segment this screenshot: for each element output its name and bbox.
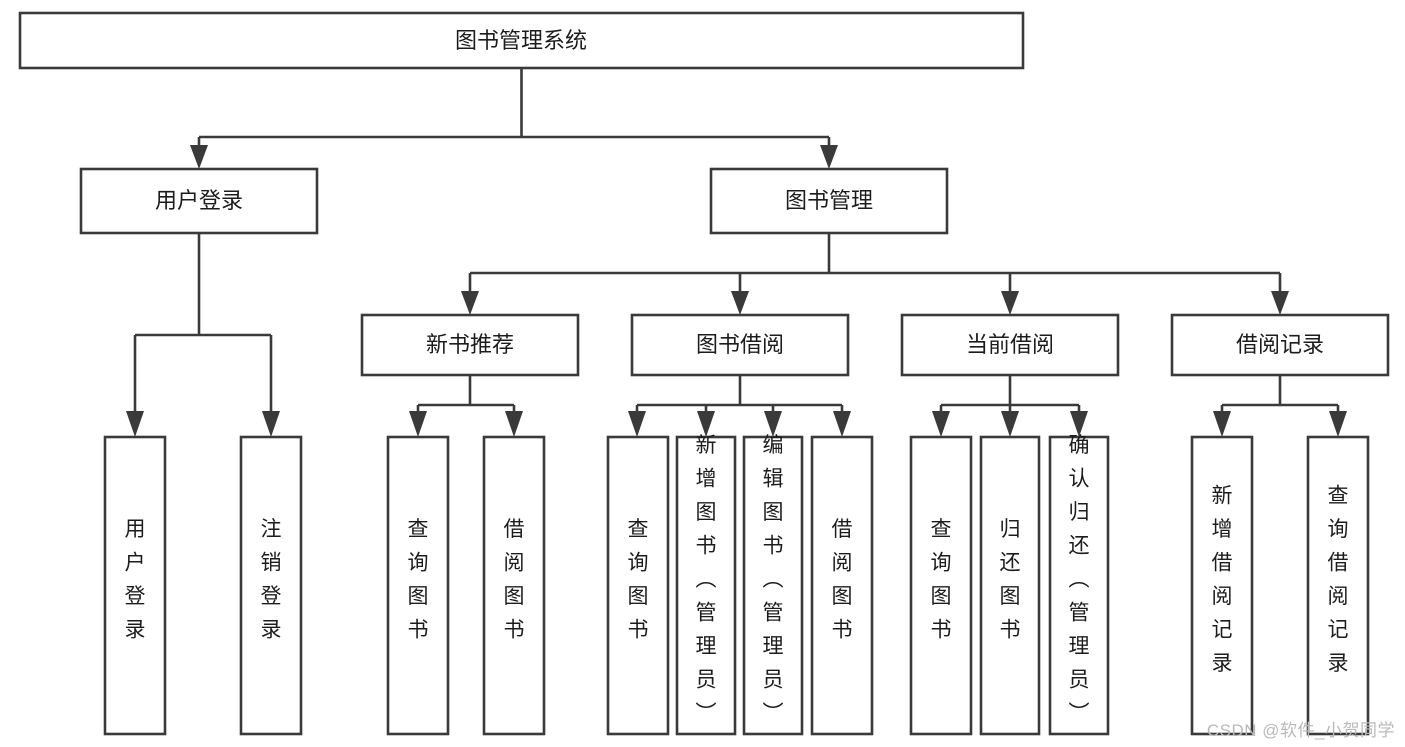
node-leaf-query-record[interactable]: 查询借阅记录 [1306, 435, 1370, 736]
arrowhead-leaf-user-login [126, 411, 144, 437]
arrowhead-leaf-add-record [1213, 411, 1231, 437]
node-leaf-user-login[interactable]: 用户登录 [103, 435, 167, 736]
arrowhead-leaf-add-book [697, 411, 715, 437]
node-leaf-return-book[interactable]: 归还图书 [979, 435, 1041, 736]
node-root-box[interactable] [18, 11, 1025, 70]
node-leaf-user-login-label: 用户登录 [125, 518, 146, 642]
node-leaf-confirm-return[interactable]: 确认归还︵管理员︶ [1048, 434, 1110, 736]
arrowhead-leaf-borrow-book-2 [833, 411, 851, 437]
node-user-login-box[interactable] [79, 167, 319, 235]
node-leaf-logout-login[interactable]: 注销登录 [239, 435, 303, 736]
node-borrow-record[interactable]: 借阅记录 [1170, 313, 1390, 377]
node-user-login-label: 用户登录 [155, 188, 243, 213]
node-leaf-return-book-box[interactable] [979, 435, 1041, 736]
node-leaf-add-record-label: 新增借阅记录 [1212, 484, 1233, 675]
node-book-management-box[interactable] [709, 167, 949, 235]
node-leaf-edit-book-box[interactable] [742, 435, 804, 736]
node-root-label: 图书管理系统 [455, 28, 587, 53]
connector-group-user-login [126, 233, 280, 437]
node-new-book-recommend-box[interactable] [360, 313, 580, 377]
arrowhead-leaf-query-record [1329, 411, 1347, 437]
node-leaf-query-book-1-box[interactable] [386, 435, 450, 736]
node-leaf-borrow-book-2-label: 借阅图书 [832, 518, 853, 642]
arrowhead-leaf-return-book [1001, 411, 1019, 437]
node-book-management[interactable]: 图书管理 [709, 167, 949, 235]
node-leaf-borrow-book-1[interactable]: 借阅图书 [482, 435, 546, 736]
node-leaf-query-book-2[interactable]: 查询图书 [606, 435, 670, 736]
node-leaf-borrow-book-2-box[interactable] [810, 435, 874, 736]
arrowhead-leaf-logout-login [262, 411, 280, 437]
arrowhead-leaf-confirm-return [1070, 411, 1088, 437]
node-leaf-edit-book[interactable]: 编辑图书︵管理员︶ [742, 434, 804, 736]
node-leaf-query-book-1-label: 查询图书 [408, 518, 429, 642]
node-leaf-query-book-3[interactable]: 查询图书 [909, 435, 973, 736]
node-new-book-recommend-label: 新书推荐 [426, 332, 514, 357]
node-leaf-logout-login-label: 注销登录 [261, 518, 282, 642]
node-leaf-borrow-book-1-label: 借阅图书 [504, 518, 525, 642]
node-leaf-confirm-return-box[interactable] [1048, 435, 1110, 736]
node-leaf-add-record-box[interactable] [1190, 435, 1254, 736]
node-leaf-query-record-box[interactable] [1306, 435, 1370, 736]
node-leaf-query-book-3-box[interactable] [909, 435, 973, 736]
connector-group-root [190, 68, 838, 169]
node-new-book-recommend[interactable]: 新书推荐 [360, 313, 580, 377]
node-book-borrow[interactable]: 图书借阅 [630, 313, 850, 377]
arrowhead-leaf-edit-book [764, 411, 782, 437]
node-leaf-add-book-label: 新增图书︵管理员︶ [696, 434, 717, 725]
node-leaf-query-book-2-label: 查询图书 [628, 518, 649, 642]
connector-group-book-management [461, 233, 1289, 315]
node-book-borrow-box[interactable] [630, 313, 850, 377]
node-user-login[interactable]: 用户登录 [79, 167, 319, 235]
node-leaf-logout-login-box[interactable] [239, 435, 303, 736]
arrowhead-borrow-record [1271, 291, 1289, 315]
arrowhead-leaf-query-book-3 [932, 411, 950, 437]
arrowhead-leaf-borrow-book-1 [505, 411, 523, 437]
node-current-borrow-label: 当前借阅 [966, 332, 1054, 357]
node-leaf-query-book-3-label: 查询图书 [931, 518, 952, 642]
arrowhead-leaf-query-book-1 [409, 411, 427, 437]
node-leaf-add-record[interactable]: 新增借阅记录 [1190, 435, 1254, 736]
node-leaf-query-book-2-box[interactable] [606, 435, 670, 736]
node-leaf-add-book[interactable]: 新增图书︵管理员︶ [675, 434, 737, 736]
node-leaf-add-book-box[interactable] [675, 435, 737, 736]
node-leaf-return-book-label: 归还图书 [1000, 518, 1021, 642]
node-book-borrow-label: 图书借阅 [696, 332, 784, 357]
node-root[interactable]: 图书管理系统 [18, 11, 1025, 70]
node-leaf-query-book-1[interactable]: 查询图书 [386, 435, 450, 736]
arrowhead-user-login [190, 145, 208, 169]
connector-group-new-book-recommend [409, 375, 523, 437]
arrowhead-new-book-recommend [461, 291, 479, 315]
node-current-borrow[interactable]: 当前借阅 [900, 313, 1120, 377]
node-current-borrow-box[interactable] [900, 313, 1120, 377]
arrowhead-book-borrow [731, 291, 749, 315]
node-leaf-borrow-book-2[interactable]: 借阅图书 [810, 435, 874, 736]
arrowhead-book-management [820, 145, 838, 169]
connector-group-borrow-record [1213, 375, 1347, 437]
connector-group-book-borrow [628, 375, 851, 437]
node-leaf-edit-book-label: 编辑图书︵管理员︶ [763, 434, 784, 725]
arrowhead-leaf-query-book-2 [628, 411, 646, 437]
node-leaf-query-record-label: 查询借阅记录 [1328, 484, 1349, 675]
node-leaf-borrow-book-1-box[interactable] [482, 435, 546, 736]
node-leaf-user-login-box[interactable] [103, 435, 167, 736]
connector-group-current-borrow [932, 375, 1088, 437]
arrowhead-current-borrow [1001, 291, 1019, 315]
node-borrow-record-label: 借阅记录 [1236, 332, 1324, 357]
node-leaf-confirm-return-label: 确认归还︵管理员︶ [1069, 434, 1090, 725]
node-book-management-label: 图书管理 [785, 188, 873, 213]
node-borrow-record-box[interactable] [1170, 313, 1390, 377]
